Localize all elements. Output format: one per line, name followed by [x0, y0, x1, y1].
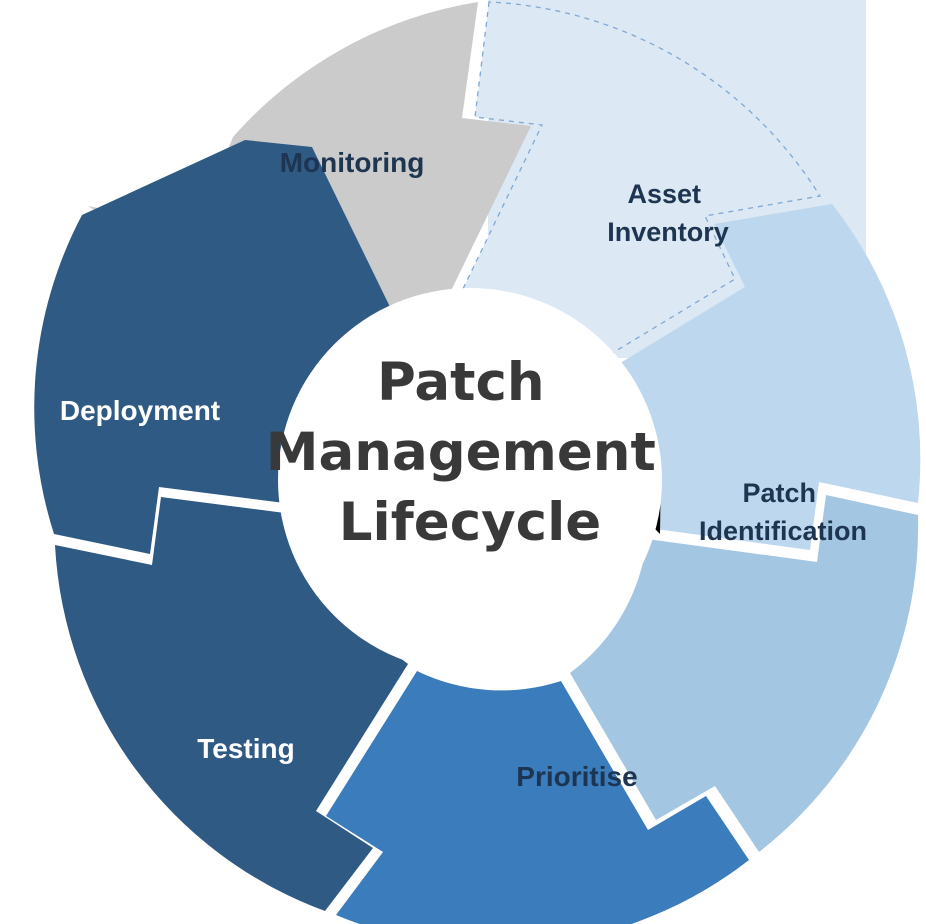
segment-testing[interactable] [326, 671, 749, 924]
segment-prioritise[interactable] [570, 495, 919, 852]
label-deployment: Deployment [60, 395, 220, 426]
segment-labels: Asset Inventory Patch Identification Pri… [60, 147, 867, 792]
segment-asset-inventory[interactable] [447, 2, 820, 369]
center-disc [278, 288, 662, 672]
segment-patch-identification[interactable] [594, 204, 921, 550]
label-testing: Testing [197, 733, 294, 764]
label-asset-inventory: Asset Inventory [607, 179, 729, 247]
label-monitoring: Monitoring [280, 147, 425, 178]
segment-deployment[interactable] [55, 497, 408, 911]
center-title: Patch Management Lifecycle [266, 352, 675, 553]
label-prioritise: Prioritise [516, 761, 637, 792]
label-patch-identification: Patch Identification [699, 478, 867, 546]
